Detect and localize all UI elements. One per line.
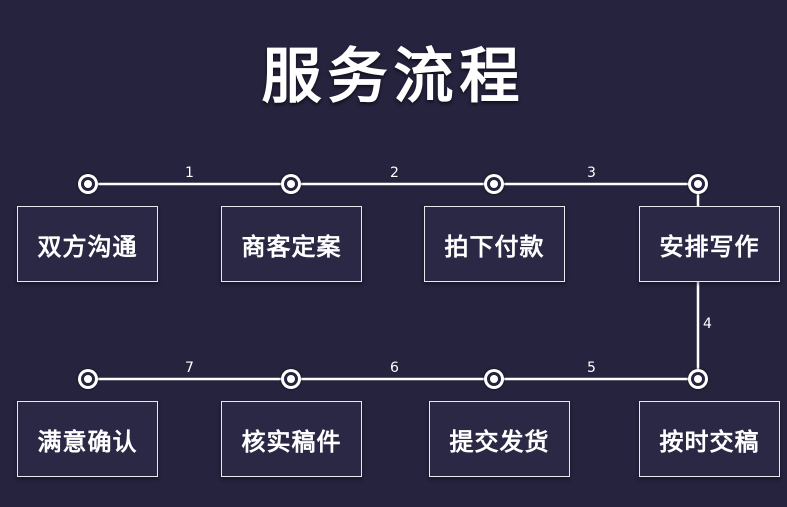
page-title: 服务流程: [261, 42, 526, 112]
node-top-3: [484, 174, 504, 194]
node-top-2: [281, 174, 301, 194]
step-box-bottom-1: 满意确认: [17, 401, 158, 477]
step-box-top-4: 安排写作: [639, 206, 780, 282]
connector-label-2: 2: [390, 165, 399, 181]
connector-label-1: 1: [185, 165, 194, 181]
node-bottom-1: [78, 369, 98, 389]
connector-label-6: 6: [390, 360, 399, 376]
node-bottom-4: [688, 369, 708, 389]
node-bottom-2: [281, 369, 301, 389]
step-box-top-1: 双方沟通: [17, 206, 158, 282]
node-top-4: [688, 174, 708, 194]
step-box-bottom-4: 按时交稿: [639, 401, 780, 477]
connector-label-4: 4: [703, 316, 712, 332]
node-bottom-3: [484, 369, 504, 389]
step-box-top-3: 拍下付款: [424, 206, 565, 282]
connector-label-3: 3: [587, 165, 596, 181]
step-box-top-2: 商客定案: [221, 206, 362, 282]
step-box-bottom-2: 核实稿件: [221, 401, 362, 477]
connector-label-5: 5: [587, 360, 596, 376]
connector-label-7: 7: [185, 360, 194, 376]
node-top-1: [78, 174, 98, 194]
step-box-bottom-3: 提交发货: [429, 401, 570, 477]
